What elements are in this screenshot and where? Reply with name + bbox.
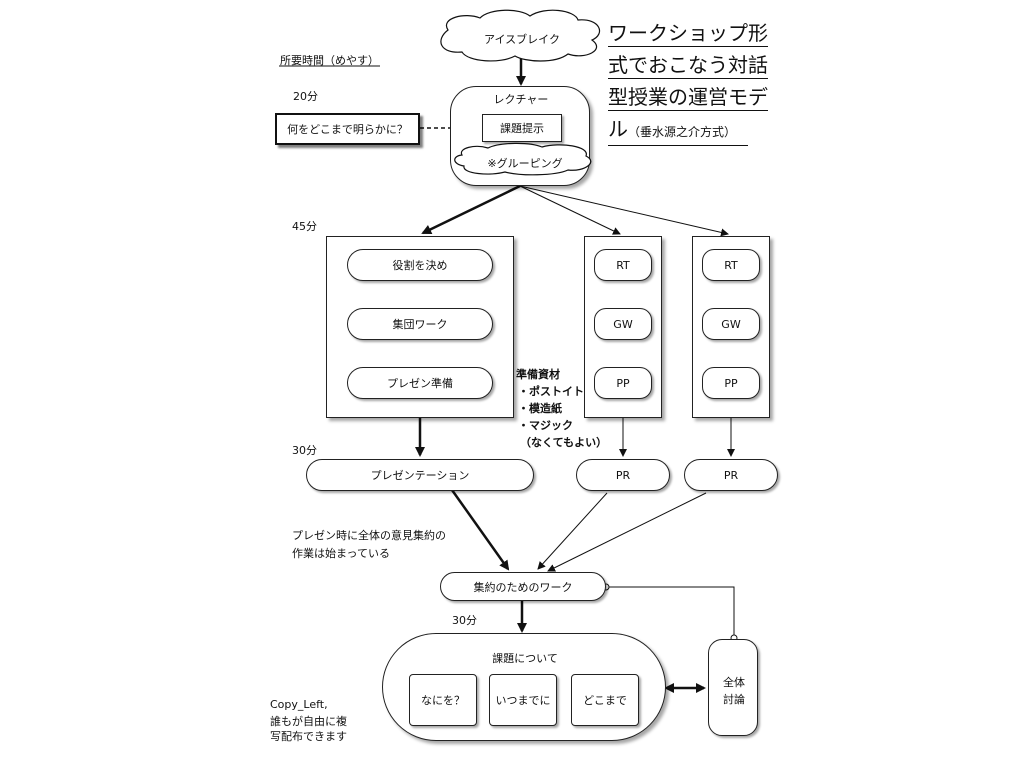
discussion-box: 全体 討論 [708, 639, 758, 736]
title-line-1: ワークショップ形 [608, 21, 768, 47]
icebreak-cloud [440, 9, 601, 62]
discussion-line-1: 全体 [723, 676, 745, 689]
icebreak-label: アイスブレイク [484, 33, 560, 46]
time-30-a: 30分 [292, 444, 317, 457]
presentation-pill: プレゼンテーション [306, 459, 534, 491]
copyleft-line-3: 写配布できます [270, 730, 347, 743]
group-c-pp: PP [702, 367, 760, 399]
discussion-line-2: 討論 [723, 693, 745, 706]
arrow-lecture-c [519, 185, 729, 237]
group-c-rt: RT [702, 249, 760, 281]
grouping-label: ※グルーピング [487, 157, 563, 170]
title-line-4-sub: （垂水源之介方式） [628, 125, 737, 139]
arrow-lecture-main [421, 184, 521, 235]
group-c-gw: GW [702, 308, 760, 340]
connector-summary-discussion [608, 586, 735, 636]
materials-item-1: ・ポストイト [518, 385, 584, 398]
pr-b-pill: PR [576, 459, 670, 491]
role-pill: 役割を決め [347, 249, 493, 281]
arrow-presentation-summary [450, 489, 510, 571]
note-line-1: プレゼン時に全体の意見集約の [292, 529, 446, 542]
time-45: 45分 [292, 220, 317, 233]
presentation-prep-pill: プレゼン準備 [347, 367, 493, 399]
arrow-lecture-b [519, 185, 621, 235]
question-box: 何をどこまで明らかに？ [275, 113, 420, 145]
summary-work-pill: 集約のためのワーク [440, 572, 606, 601]
topic-how-far: どこまで [571, 674, 639, 726]
materials-item-4: （なくてもよい） [520, 436, 608, 449]
group-b-gw: GW [594, 308, 652, 340]
lecture-label: レクチャー [493, 93, 549, 106]
pr-c-pill: PR [684, 459, 778, 491]
materials-item-3: ・マジック [518, 419, 573, 432]
copyleft-line-1: Copy_Left, [270, 698, 328, 711]
title-line-3: 型授業の運営モデ [608, 85, 768, 111]
group-b-pp: PP [594, 367, 652, 399]
materials-item-2: ・模造紙 [518, 402, 562, 415]
arrow-prc-summary [547, 492, 707, 572]
group-b-rt: RT [594, 249, 652, 281]
arrow-prb-summary [537, 492, 608, 570]
note-line-2: 作業は始まっている [292, 547, 391, 560]
topic-label: 課題について [492, 652, 558, 665]
time-20: 20分 [293, 90, 318, 103]
title-line-2: 式でおこなう対話 [608, 53, 768, 79]
topic-what: なにを？ [409, 674, 477, 726]
title-line-4-main: ル [608, 117, 628, 141]
time-header: 所要時間（めやす） [280, 54, 379, 67]
group-work-pill: 集団ワーク [347, 308, 493, 340]
copyleft-line-2: 誰もが自由に複 [270, 715, 347, 728]
title-line-4: ル（垂水源之介方式） [608, 116, 748, 146]
task-box: 課題提示 [482, 114, 562, 142]
time-30-b: 30分 [452, 614, 477, 627]
topic-when: いつまでに [489, 674, 557, 726]
materials-heading: 準備資材 [516, 368, 560, 381]
